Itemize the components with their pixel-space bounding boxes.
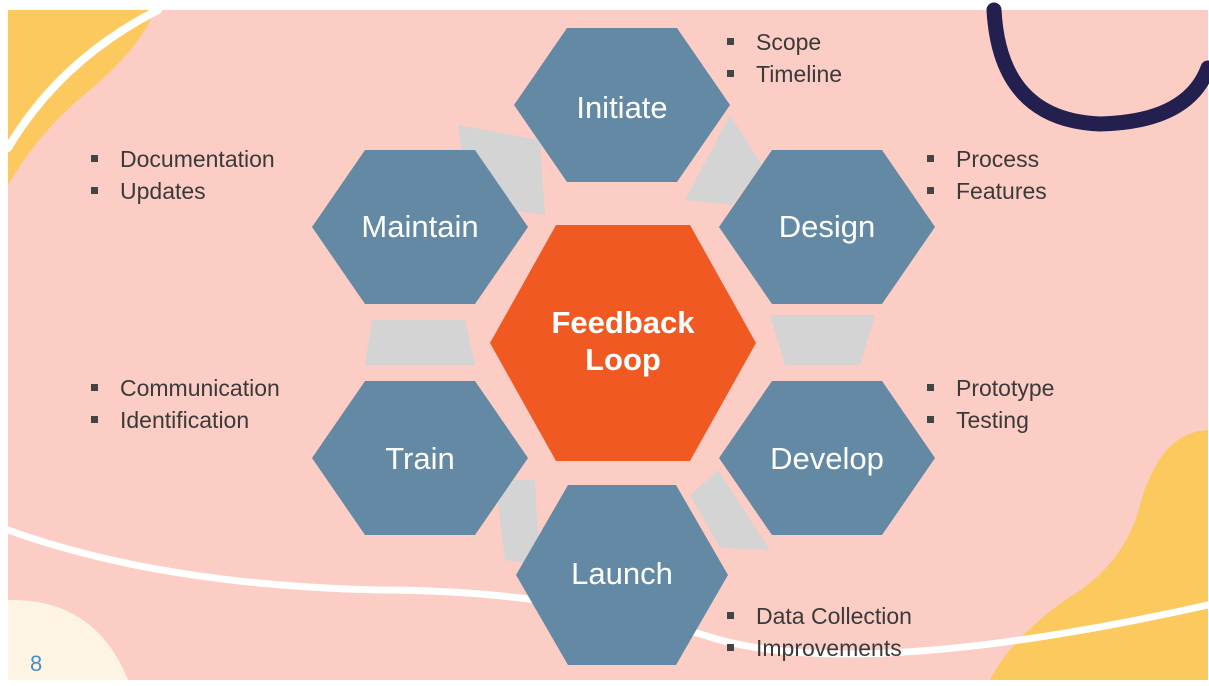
note-item: Prototype: [922, 372, 1054, 404]
cream-blob-bottom-left: [8, 599, 128, 680]
white-curve-top-left: [4, 6, 162, 152]
connector-train-maintain: [365, 320, 475, 365]
note-item: Communication: [86, 372, 280, 404]
stage-label-launch: Launch: [571, 556, 673, 591]
notes-train: Communication Identification: [86, 372, 280, 436]
connector-initiate-design: [685, 115, 762, 205]
connector-develop-launch: [690, 470, 770, 550]
notes-maintain: Documentation Updates: [86, 143, 275, 207]
center-label-line1: Feedback: [551, 305, 695, 340]
hexagon-initiate: Initiate: [514, 28, 730, 182]
stage-label-develop: Develop: [770, 441, 884, 476]
stage-label-train: Train: [385, 441, 454, 476]
note-item: Testing: [922, 404, 1054, 436]
hexagon-train: Train: [312, 381, 528, 535]
stage-label-initiate: Initiate: [576, 90, 667, 125]
note-item: Timeline: [722, 58, 842, 90]
center-label-line2: Loop: [585, 342, 661, 377]
navy-arc-top-right: [986, 2, 1209, 132]
hexagon-design: Design: [719, 150, 935, 304]
notes-initiate: Scope Timeline: [722, 26, 842, 90]
connector-launch-train: [495, 480, 540, 565]
note-item: Documentation: [86, 143, 275, 175]
hexagon-develop: Develop: [719, 381, 935, 535]
note-item: Improvements: [722, 632, 912, 664]
hexagon-center-feedback-loop: Feedback Loop: [490, 225, 756, 461]
note-item: Data Collection: [722, 600, 912, 632]
page-number: 8: [30, 651, 43, 676]
hexagon-maintain: Maintain: [312, 150, 528, 304]
stage-label-maintain: Maintain: [361, 209, 478, 244]
note-item: Updates: [86, 175, 275, 207]
connector-design-develop: [770, 315, 875, 365]
hexagon-launch: Launch: [516, 485, 728, 665]
note-item: Scope: [722, 26, 842, 58]
notes-design: Process Features: [922, 143, 1047, 207]
note-item: Process: [922, 143, 1047, 175]
notes-develop: Prototype Testing: [922, 372, 1054, 436]
notes-launch: Data Collection Improvements: [722, 600, 912, 664]
stage-label-design: Design: [779, 209, 876, 244]
note-item: Identification: [86, 404, 280, 436]
yellow-blob-top-left: [8, 10, 155, 185]
note-item: Features: [922, 175, 1047, 207]
